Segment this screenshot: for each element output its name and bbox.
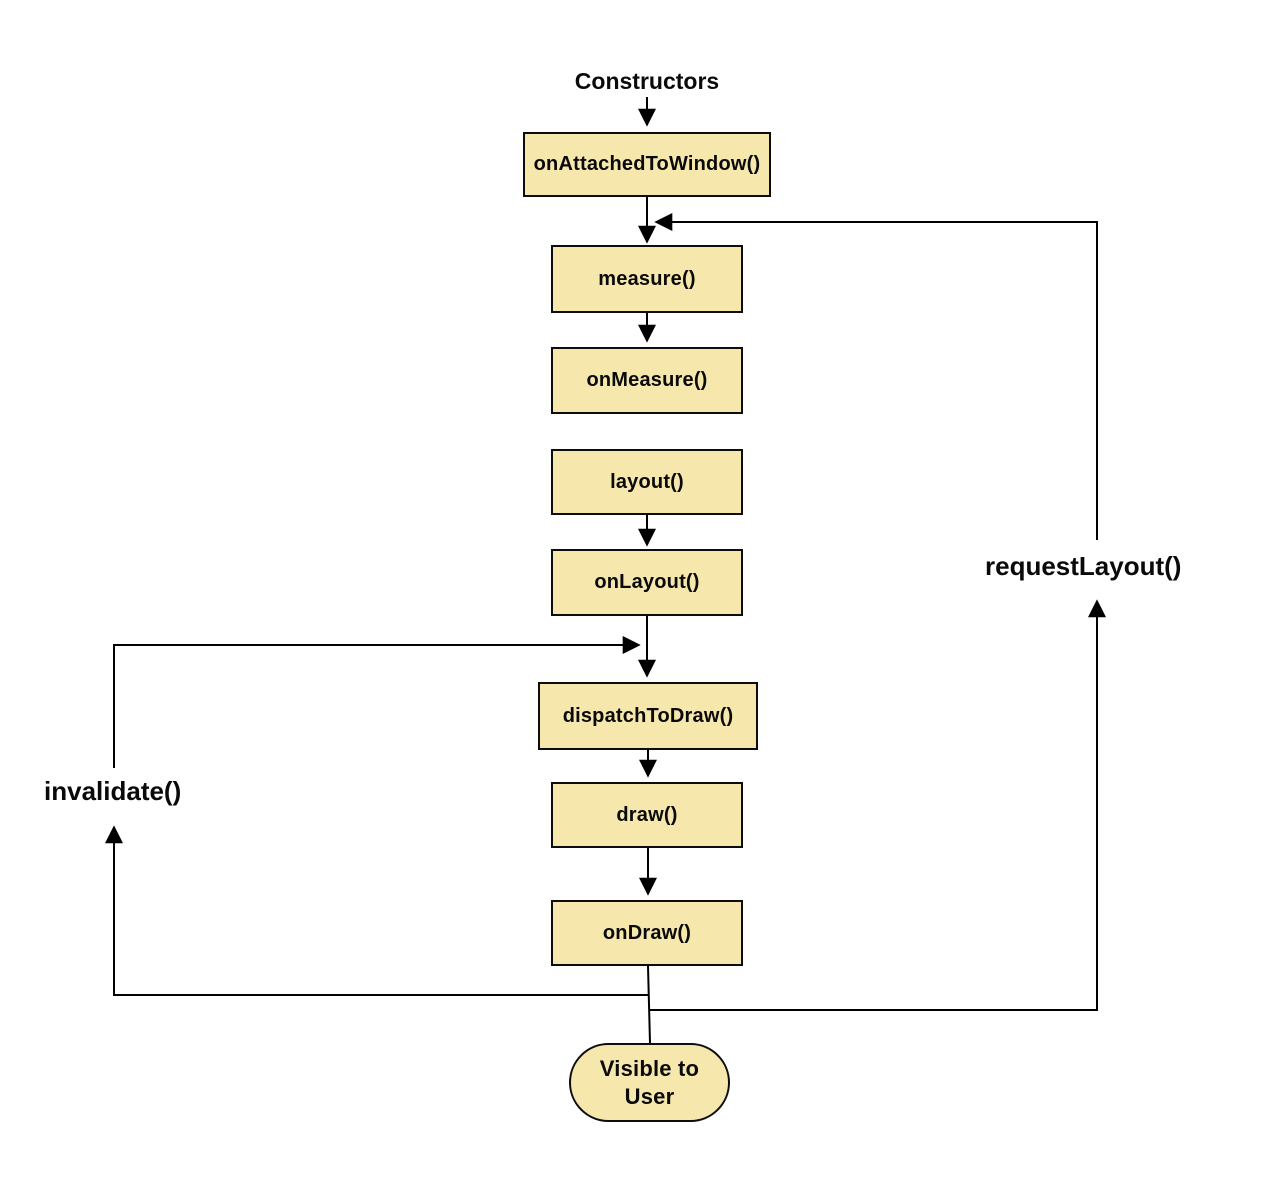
node-draw: draw() [551,782,743,848]
node-onlayout: onLayout() [551,549,743,616]
node-visible-to-user: Visible to User [569,1043,730,1122]
node-visible-to-user-label: Visible to User [599,1056,700,1109]
edge-bottom-to-requestlayout [650,599,1106,1011]
request-layout-label: requestLayout() [985,551,1182,581]
diagram-title: Constructors [574,68,720,94]
node-dispatchtodraw: dispatchToDraw() [538,682,758,750]
edge-invalidate-to-dispatchtodraw [113,636,641,768]
invalidate-label: invalidate() [44,776,182,806]
node-ondraw: onDraw() [551,900,743,966]
edge-requestlayout-to-measure [654,213,1098,540]
node-measure: measure() [551,245,743,313]
node-layout: layout() [551,449,743,515]
edge-ondraw-to-visibletouser [647,965,651,1044]
node-onattachedtowindow: onAttachedToWindow() [523,132,771,197]
node-onmeasure: onMeasure() [551,347,743,414]
edge-bottom-to-invalidate [105,825,648,996]
